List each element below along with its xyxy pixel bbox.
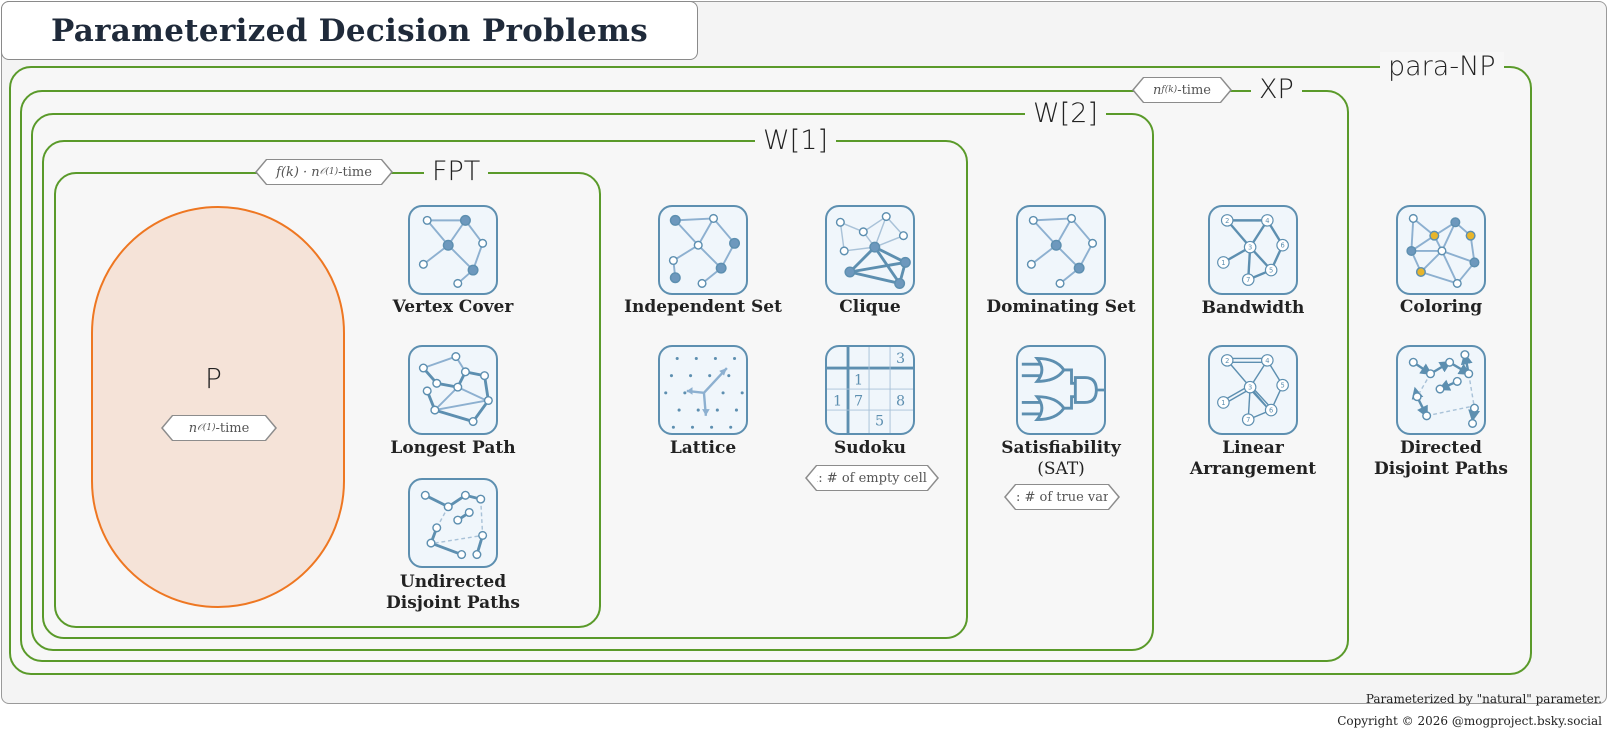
satisfiability-icon — [1016, 345, 1106, 435]
satisfiability-label: Satisfiability (SAT) — [971, 438, 1151, 480]
bandwidth-node-label: 6 — [1280, 242, 1284, 250]
coloring-label: Coloring — [1399, 297, 1483, 317]
w2-label: W[2] — [1025, 99, 1106, 129]
p-time-suffix: -time — [215, 420, 250, 436]
undirected-disjoint-paths-icon — [408, 478, 498, 568]
linear-arrangement-line2: Arrangement — [1189, 459, 1317, 479]
independent-set-icon — [658, 205, 748, 295]
longest-path-label: Longest Path — [390, 438, 516, 458]
footer-copyright: Copyright © 2026 @mogproject.bsky.social — [1337, 714, 1602, 728]
title-box: Parameterized Decision Problems — [1, 1, 698, 60]
undirected-disjoint-paths-line2: Disjoint Paths — [386, 593, 520, 613]
satisfiability-line2: (SAT) — [1037, 459, 1085, 479]
sat-parameter-tag: k: # of true vars — [1004, 484, 1120, 510]
satisfiability-line1: Satisfiability — [1001, 438, 1121, 458]
lattice-label: Lattice — [669, 438, 737, 458]
sudoku-digit: 5 — [875, 413, 884, 429]
xp-label: XP — [1251, 75, 1302, 105]
dominating-set-label: Dominating Set — [986, 297, 1136, 317]
p-time-exp: 𝒪(1) — [197, 423, 216, 433]
dominating-set-icon — [1016, 205, 1106, 295]
sudoku-digit: 8 — [896, 393, 905, 409]
directed-disjoint-paths-line1: Directed — [1400, 438, 1482, 458]
xp-time-n: n — [1153, 82, 1162, 98]
directed-disjoint-paths-label: Directed Disjoint Paths — [1351, 438, 1531, 480]
footer-parameter-note: Parameterized by "natural" parameter. — [1365, 692, 1602, 706]
vertex-cover-icon — [408, 205, 498, 295]
bandwidth-node-label: 5 — [1269, 266, 1273, 274]
bandwidth-node-label: 4 — [1265, 217, 1269, 225]
fpt-time-suffix: -time — [338, 164, 372, 180]
linear-arrangement-label: Linear Arrangement — [1163, 438, 1343, 480]
para-np-label: para-NP — [1380, 52, 1504, 82]
fpt-label: FPT — [424, 157, 489, 187]
w1-label: W[1] — [755, 126, 836, 156]
linear-arrangement-node-label: 1 — [1221, 399, 1225, 407]
sat-note: : # of true vars — [1015, 489, 1116, 505]
bandwidth-node-label: 7 — [1246, 276, 1250, 284]
p-class-region — [91, 206, 345, 608]
sudoku-label: Sudoku — [833, 438, 906, 458]
xp-time-exp: f(k) — [1161, 85, 1178, 95]
fpt-time-exp: 𝒪(1) — [319, 167, 339, 177]
sudoku-note: : # of empty cells — [818, 470, 934, 486]
independent-set-label: Independent Set — [624, 297, 782, 317]
clique-label: Clique — [839, 297, 901, 317]
linear-arrangement-node-label: 7 — [1246, 416, 1250, 424]
bandwidth-node-label: 2 — [1225, 217, 1229, 225]
sudoku-parameter-tag: k: # of empty cells — [805, 465, 939, 491]
longest-path-icon — [408, 345, 498, 435]
linear-arrangement-icon: 2 4 3 5 1 6 7 — [1208, 345, 1298, 435]
undirected-disjoint-paths-line1: Undirected — [399, 572, 507, 592]
directed-disjoint-paths-icon — [1396, 345, 1486, 435]
bandwidth-label: Bandwidth — [1201, 298, 1305, 318]
linear-arrangement-node-label: 6 — [1269, 406, 1273, 414]
sudoku-icon: 3 1 1 7 8 5 — [825, 345, 915, 435]
p-label: P — [205, 362, 222, 395]
sudoku-digit: 1 — [833, 393, 842, 409]
p-time-n: n — [188, 420, 198, 436]
vertex-cover-label: Vertex Cover — [392, 297, 514, 317]
sudoku-digit: 7 — [854, 393, 863, 409]
linear-arrangement-line1: Linear — [1222, 438, 1284, 458]
page-title: Parameterized Decision Problems — [51, 12, 648, 49]
sudoku-digit: 1 — [854, 372, 863, 388]
lattice-icon — [658, 345, 748, 435]
bandwidth-icon: 2 4 3 6 1 5 7 — [1208, 205, 1298, 295]
fpt-time-expr: f(k) · n — [276, 164, 320, 180]
directed-disjoint-paths-line2: Disjoint Paths — [1374, 459, 1508, 479]
sudoku-digit: 3 — [896, 351, 905, 367]
bandwidth-node-label: 3 — [1248, 244, 1252, 252]
bandwidth-node-label: 1 — [1221, 259, 1225, 267]
xp-time-suffix: -time — [1177, 82, 1211, 98]
undirected-disjoint-paths-label: Undirected Disjoint Paths — [363, 572, 543, 614]
linear-arrangement-node-label: 5 — [1280, 382, 1284, 390]
clique-icon — [825, 205, 915, 295]
linear-arrangement-node-label: 4 — [1265, 357, 1269, 365]
linear-arrangement-node-label: 2 — [1225, 357, 1229, 365]
linear-arrangement-node-label: 3 — [1248, 384, 1252, 392]
coloring-icon — [1396, 205, 1486, 295]
